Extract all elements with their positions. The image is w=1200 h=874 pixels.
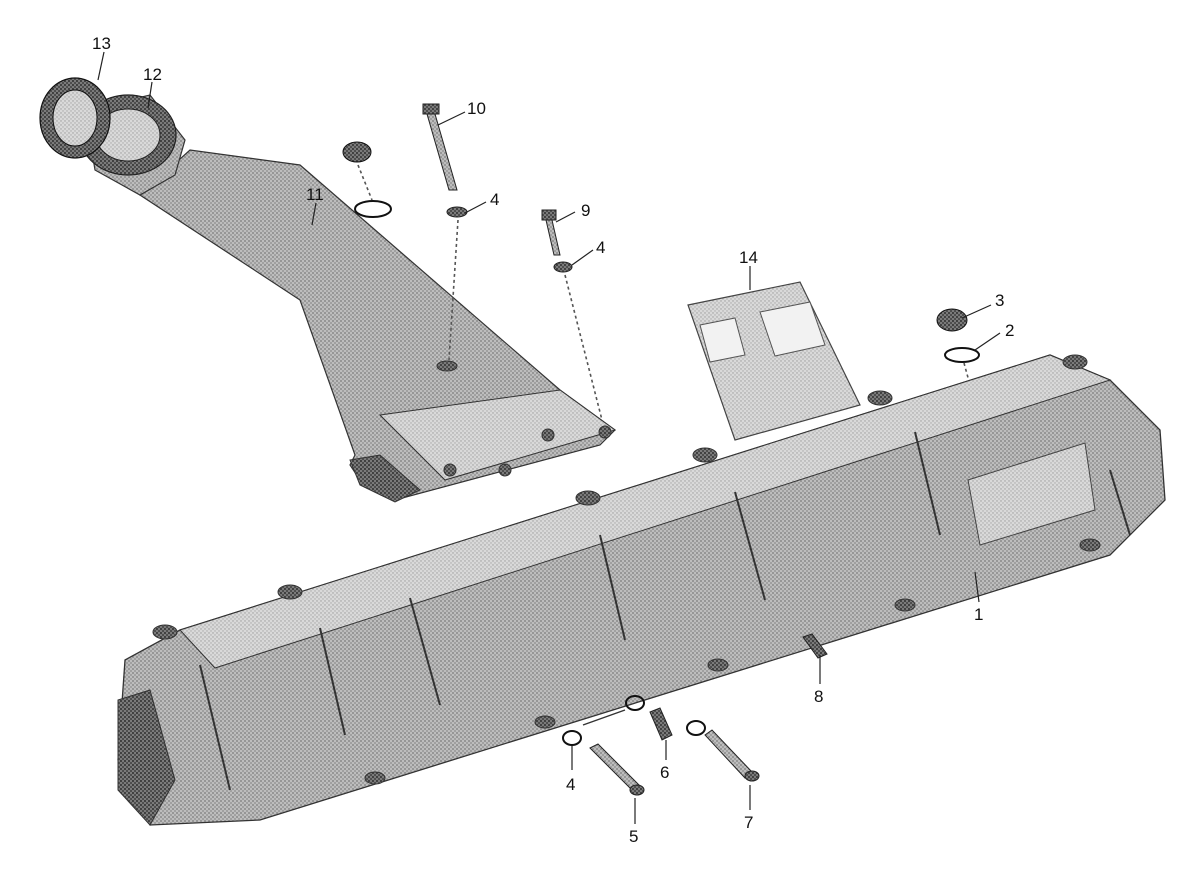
cap-plug-small [342, 141, 392, 218]
callout-1: 1 [974, 605, 983, 624]
callout-10: 10 [467, 99, 486, 118]
filler-cap-part [936, 308, 968, 332]
lower-fasteners [562, 695, 760, 796]
callout-9: 9 [581, 201, 590, 220]
stud-bolt-part-8 [802, 633, 828, 659]
valve-cover-part [117, 354, 1166, 826]
callout-12: 12 [143, 65, 162, 84]
short-bolt-part [541, 209, 603, 421]
callout-7: 7 [744, 813, 753, 832]
callout-labels: 13 12 10 11 4 9 4 14 3 2 1 8 4 6 5 7 [92, 34, 1014, 846]
callout-14: 14 [739, 248, 758, 267]
callout-2: 2 [1005, 321, 1014, 340]
callout-3: 3 [995, 291, 1004, 310]
callout-4-upper-left: 4 [490, 190, 499, 209]
callout-5: 5 [629, 827, 638, 846]
callout-13: 13 [92, 34, 111, 53]
callout-6: 6 [660, 763, 669, 782]
callout-11: 11 [306, 185, 324, 204]
leader-lines [97, 51, 1001, 824]
callout-4-lower: 4 [566, 775, 575, 794]
clamp-ring-part [39, 77, 111, 159]
gasket-part [687, 281, 861, 441]
callout-8: 8 [814, 687, 823, 706]
callout-4-upper-right: 4 [596, 238, 605, 257]
